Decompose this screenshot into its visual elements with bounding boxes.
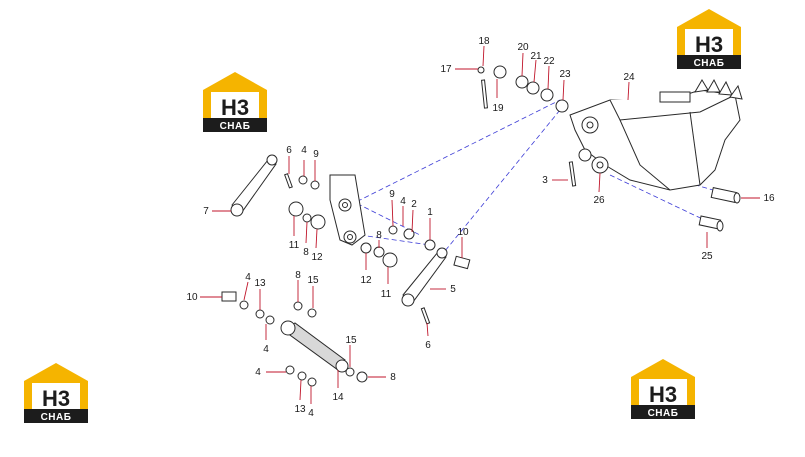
callout-8: 8 [303,247,309,258]
callout-4: 4 [255,367,261,378]
bucket-part-24 [569,78,743,191]
callout-26: 26 [593,195,605,206]
callout-16: 16 [763,193,775,204]
link-part-7 [230,154,278,217]
callout-7: 7 [203,206,209,217]
logo-bottom-right: H3 СНАБ [631,359,695,419]
callout-8: 8 [295,270,301,281]
logo-top-left: H3 СНАБ [203,72,267,132]
callout-13: 13 [254,278,266,289]
logo-main-text: H3 [42,386,70,411]
callout-12: 12 [360,275,372,286]
callout-9: 9 [389,189,395,200]
logo-sub-text: СНАБ [648,408,679,419]
callout-25: 25 [701,251,713,262]
logo-main-text: H3 [649,382,677,407]
logo-sub-text: СНАБ [694,58,725,69]
callout-24: 24 [623,72,635,83]
callout-19: 19 [492,103,504,114]
callout-14: 14 [332,392,344,403]
callout-6: 6 [425,340,431,351]
callout-21: 21 [530,51,542,62]
callout-4: 4 [400,196,406,207]
callout-3: 3 [542,175,548,186]
logo-sub-text: СНАБ [41,412,72,423]
callout-10: 10 [457,227,469,238]
logo-top-right: H3 СНАБ [677,9,741,69]
logo-main-text: H3 [221,95,249,120]
callout-22: 22 [543,56,555,67]
callout-23: 23 [559,69,571,80]
pin-part-25 [698,215,724,232]
callout-8: 8 [390,372,396,383]
hardware-parts [221,65,577,387]
arm-end-part [329,174,366,246]
callout-20: 20 [517,42,529,53]
logo-bottom-left: H3 СНАБ [24,363,88,423]
callout-8: 8 [376,230,382,241]
callout-10: 10 [186,292,198,303]
callout-17: 17 [440,64,452,75]
callout-1: 1 [427,207,433,218]
logo-sub-text: СНАБ [220,121,251,132]
callout-5: 5 [450,284,456,295]
link-part-5 [401,247,448,307]
logo-main-text: H3 [695,32,723,57]
callout-15: 15 [345,335,357,346]
callout-11: 11 [289,240,300,251]
pin-part-16 [710,187,741,204]
callout-13: 13 [294,404,306,415]
bucket-teeth [659,78,743,103]
callout-4: 4 [263,344,269,355]
callouts: 1 2 3 4 4 4 4 4 4 5 6 6 7 8 8 [186,36,775,419]
callout-15: 15 [307,275,319,286]
callout-4: 4 [301,145,307,156]
callout-4: 4 [308,408,314,419]
callout-18: 18 [478,36,490,47]
cylinder-part-14 [280,320,349,373]
callout-6: 6 [286,145,292,156]
callout-9: 9 [313,149,319,160]
callout-4: 4 [245,272,251,283]
callout-11: 11 [381,289,392,300]
callout-12: 12 [311,252,323,263]
callout-2: 2 [411,199,417,210]
